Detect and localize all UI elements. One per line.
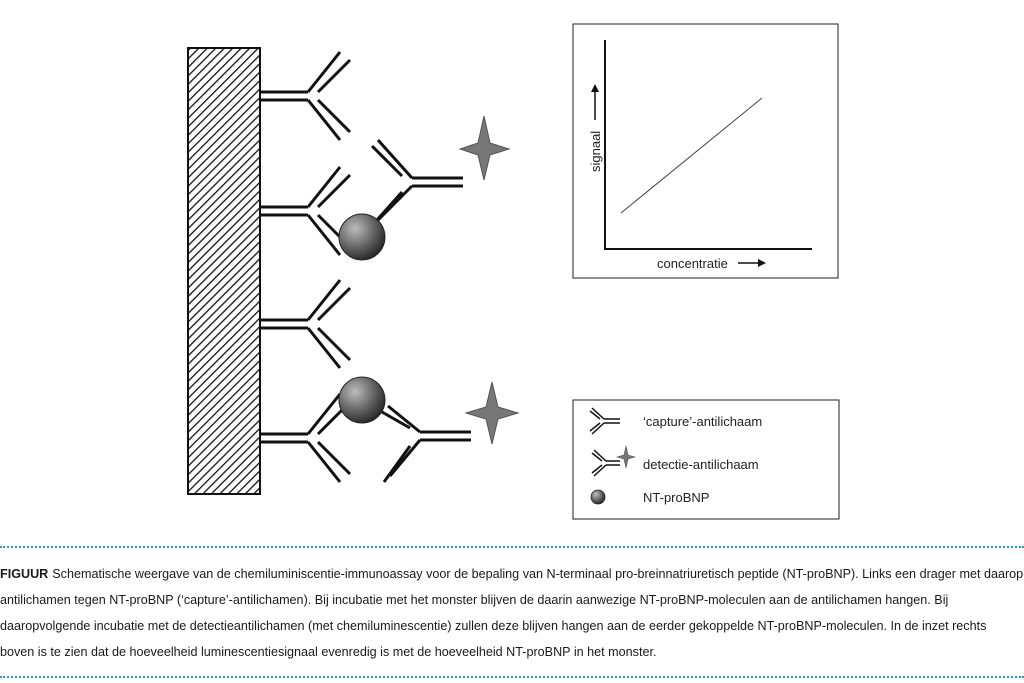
- nt-probnp-molecule: [338, 376, 386, 424]
- capture-antibody: [258, 165, 352, 257]
- signal-line: [620, 97, 763, 214]
- molecule-icon: [590, 489, 606, 505]
- luminescent-label-star: [464, 381, 520, 445]
- legend-detection-label: detectie-antilichaam: [643, 457, 759, 472]
- detection-antibody: [366, 138, 463, 232]
- luminescent-label-star: [458, 115, 511, 181]
- inset-plot: signaal concentratie: [572, 23, 839, 279]
- detection-antibody: [381, 404, 471, 483]
- capture-antibody: [258, 278, 352, 370]
- capture-antibody: [258, 392, 352, 484]
- x-axis-label: concentratie: [657, 256, 728, 271]
- legend: ‘capture’-antilichaam detectie-antilicha…: [572, 399, 840, 520]
- immunoassay-diagram: signaal concentratie ‘capture’-antilicha…: [187, 23, 840, 520]
- arrow-right-icon: [738, 259, 766, 267]
- carrier-surface: [187, 47, 261, 495]
- caption-text: Schematische weergave van de chemilumini…: [0, 567, 1024, 659]
- nt-probnp-molecule: [338, 213, 386, 261]
- y-axis-label: signaal: [588, 131, 603, 172]
- caption-top-rule: [0, 546, 1024, 548]
- detection-antibody-icon: [591, 445, 637, 477]
- caption-bottom-rule: [0, 676, 1024, 678]
- capture-antibody: [258, 50, 352, 142]
- legend-capture-label: ‘capture’-antilichaam: [643, 414, 762, 429]
- arrow-up-icon: [591, 84, 599, 120]
- capture-antibody-icon: [589, 407, 620, 435]
- caption-label: FIGUUR: [0, 567, 49, 581]
- legend-molecule-label: NT-proBNP: [643, 490, 709, 505]
